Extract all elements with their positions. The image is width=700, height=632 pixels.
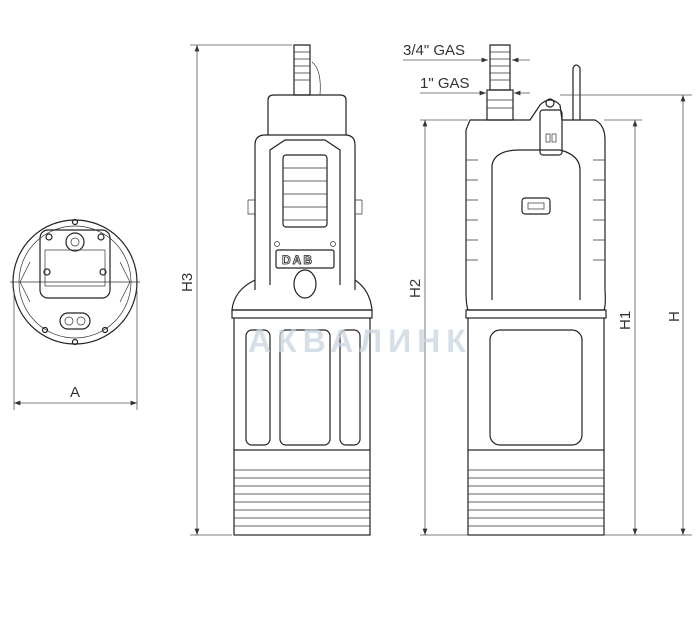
label-h3: H3: [179, 273, 196, 292]
dab-logo: DAB: [282, 253, 314, 267]
label-outlet-3-4-gas: 3/4" GAS: [403, 42, 465, 59]
dimension-h1: [560, 94, 692, 536]
label-outlet-1-gas: 1" GAS: [420, 75, 470, 92]
label-a: A: [70, 384, 80, 401]
watermark: АКВАЛИНК: [248, 323, 472, 359]
front-view: DAB: [231, 44, 373, 536]
side-view: [465, 44, 607, 536]
gas-outlet-callouts: [403, 57, 530, 96]
dimension-h3: [190, 44, 292, 536]
dimension-a: [13, 290, 138, 410]
label-h1: H1: [617, 311, 634, 330]
label-h: H: [666, 311, 683, 322]
label-h2: H2: [407, 279, 424, 298]
top-view: [10, 218, 140, 346]
dimension-h2: [420, 119, 468, 536]
